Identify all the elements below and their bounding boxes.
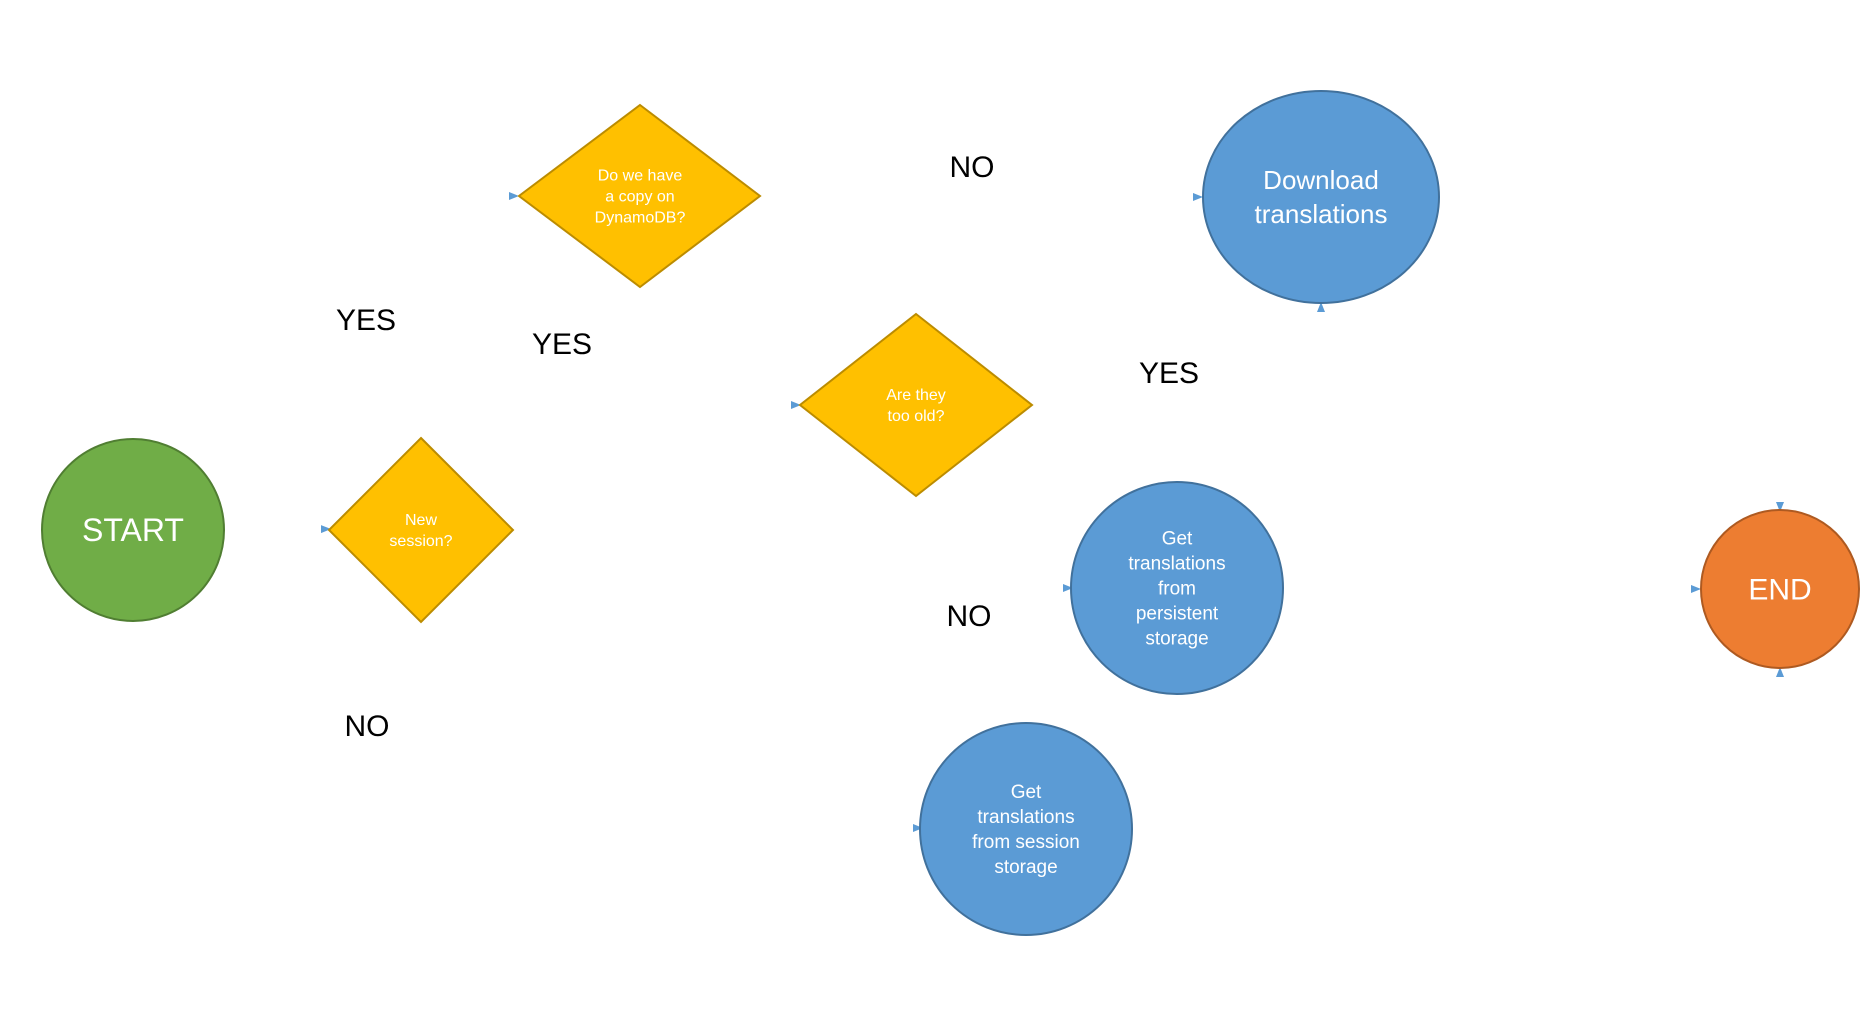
edge-new-session-yes bbox=[509, 192, 519, 200]
edge-too-old-no bbox=[1063, 584, 1073, 592]
new-session-decision bbox=[327, 436, 515, 624]
edge-session-storage-to-end bbox=[1776, 667, 1784, 677]
dynamodb-copy-line: a copy on bbox=[605, 189, 674, 206]
too-old-no-label: NO bbox=[947, 600, 992, 633]
download-line: translations bbox=[1255, 199, 1388, 229]
start-node bbox=[41, 438, 225, 622]
end-label: END bbox=[1748, 574, 1811, 607]
end-node bbox=[1700, 509, 1860, 669]
new-session-line: New bbox=[405, 512, 437, 529]
persistent-line: persistent bbox=[1136, 604, 1219, 625]
end-line: END bbox=[1748, 574, 1811, 607]
dynamodb-copy-decision bbox=[517, 103, 762, 289]
dynamodb-copy-line: DynamoDB? bbox=[595, 210, 686, 227]
download-translations-node bbox=[1202, 90, 1440, 304]
nodes bbox=[41, 90, 1860, 936]
dynamodb-yes-label: YES bbox=[532, 328, 592, 361]
edge-dynamodb-no bbox=[1192, 192, 1203, 201]
edge-persistent-to-end bbox=[1690, 584, 1701, 593]
new-session-label: New session? bbox=[389, 512, 452, 550]
new-session-line: session? bbox=[389, 533, 452, 550]
edge-dynamodb-yes bbox=[791, 401, 801, 409]
dynamodb-no-label: NO bbox=[950, 151, 995, 184]
edge-start-to-new-session bbox=[320, 525, 331, 534]
persistent-line: translations bbox=[1128, 554, 1225, 575]
too-old-decision bbox=[798, 312, 1034, 498]
persistent-line: storage bbox=[1145, 629, 1208, 650]
start-line: START bbox=[82, 512, 184, 548]
session-storage-line: storage bbox=[994, 857, 1057, 878]
edge-new-session-no bbox=[913, 824, 923, 832]
download-line: Download bbox=[1263, 165, 1379, 195]
dynamodb-copy-label: Do we have a copy on DynamoDB? bbox=[595, 168, 686, 227]
persistent-line: from bbox=[1158, 579, 1196, 600]
session-storage-label: Get translations from session storage bbox=[972, 782, 1080, 878]
session-storage-line: from session bbox=[972, 832, 1080, 853]
session-storage-line: Get bbox=[1011, 782, 1042, 803]
download-translations-label: Download translations bbox=[1255, 165, 1388, 229]
persistent-storage-label: Get translations from persistent storage bbox=[1128, 529, 1225, 650]
too-old-yes-label: YES bbox=[1139, 357, 1199, 390]
too-old-label: Are they too old? bbox=[886, 387, 946, 425]
node-labels: START New session? Do we have a copy on Dyn… bbox=[82, 165, 1812, 878]
new-session-yes-label: YES bbox=[336, 304, 396, 337]
new-session-no-label: NO bbox=[345, 710, 390, 743]
dynamodb-copy-line: Do we have bbox=[598, 168, 683, 185]
too-old-line: Are they bbox=[886, 387, 946, 404]
session-storage-node bbox=[919, 722, 1133, 936]
persistent-storage-node bbox=[1070, 481, 1284, 695]
session-storage-line: translations bbox=[977, 807, 1074, 828]
edge-labels: YES NO NO YES YES NO bbox=[336, 151, 1199, 743]
edge-download-to-end bbox=[1776, 502, 1784, 512]
persistent-line: Get bbox=[1162, 529, 1193, 550]
too-old-line: too old? bbox=[888, 408, 945, 425]
start-label: START bbox=[82, 512, 184, 548]
